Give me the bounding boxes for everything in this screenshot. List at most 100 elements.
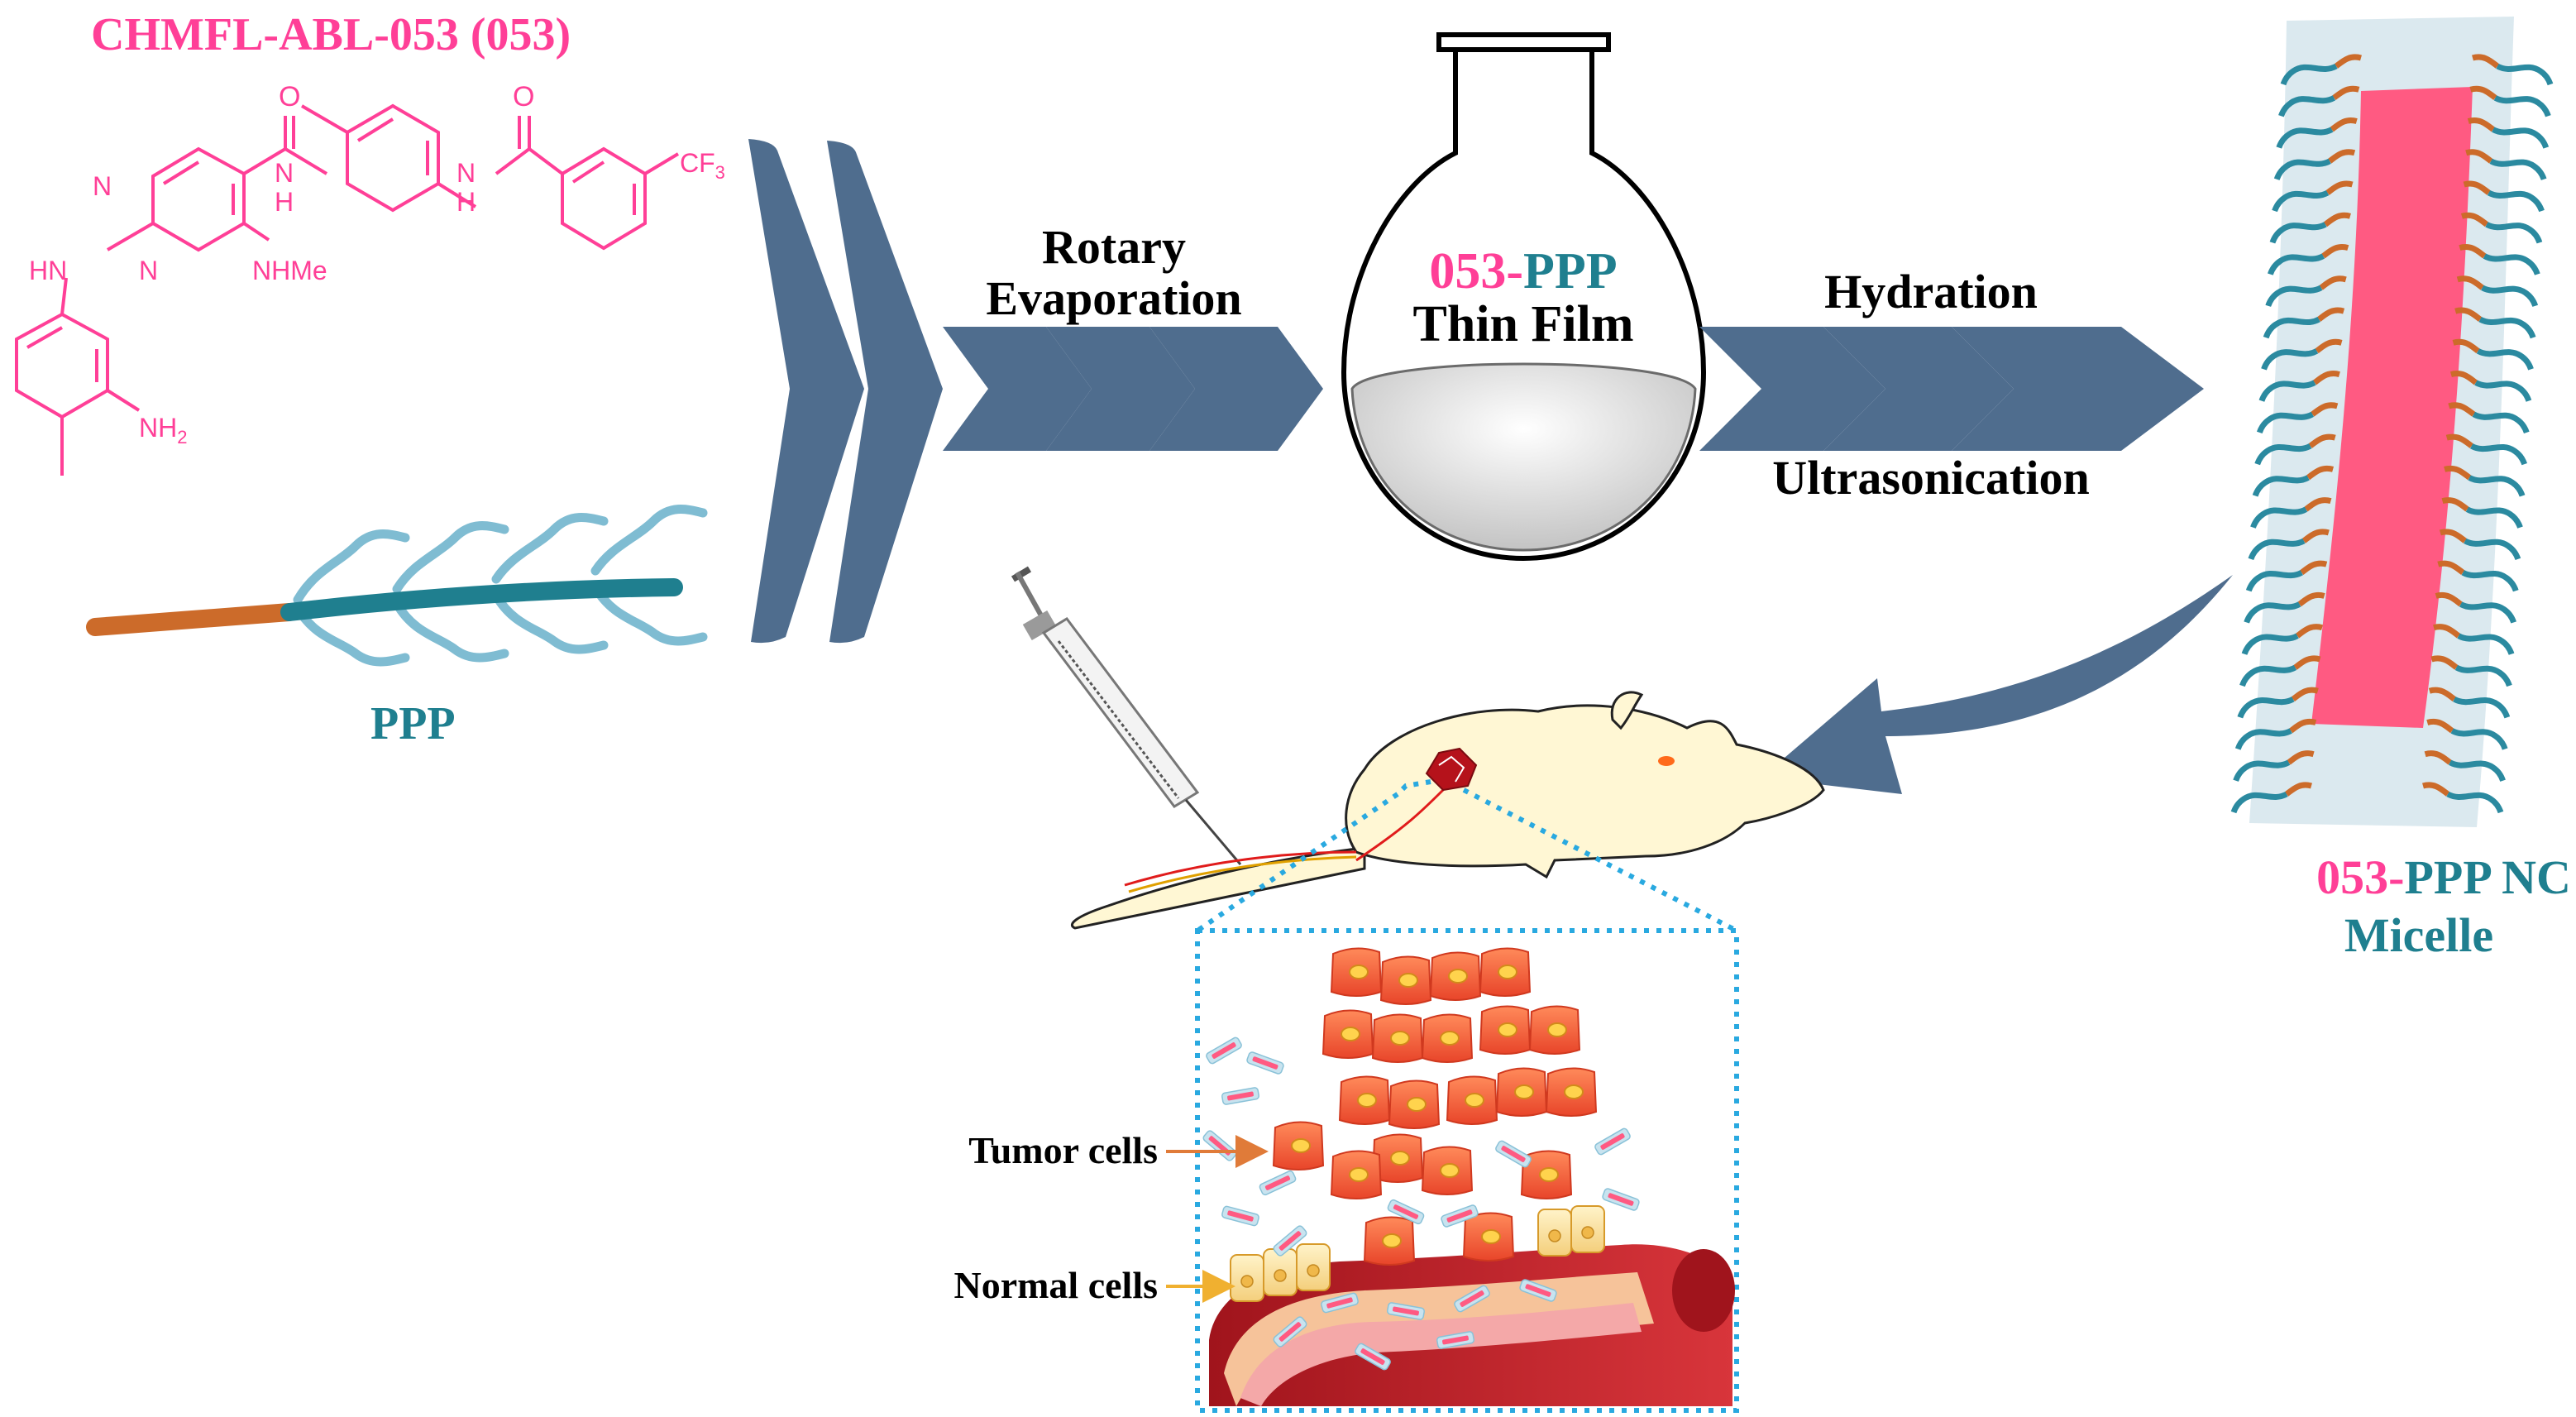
- inset-micelle: [1441, 1204, 1479, 1228]
- curved-return-arrow: [1761, 575, 2233, 794]
- micelle-chain-anchor: [2467, 117, 2495, 132]
- micelle-chain-anchor: [2295, 624, 2323, 639]
- micelle-chain-anchor: [2456, 275, 2484, 290]
- micelle-chain-anchor: [2332, 85, 2360, 101]
- micelle-chains: [2230, 54, 2554, 814]
- micelle-chain-anchor: [2465, 149, 2493, 164]
- micelle-chain-tail: [2230, 791, 2288, 814]
- syringe-barrel: [1041, 617, 1200, 808]
- micelle-chain-tail: [2448, 759, 2506, 782]
- tumor-cell: [1321, 1009, 1374, 1059]
- micelle-chain-tail: [2454, 664, 2512, 687]
- micelle-chain-anchor: [2319, 275, 2347, 290]
- ppp-hydrophobic-segment: [86, 603, 299, 636]
- micelle-chain-anchor: [2325, 180, 2354, 195]
- tumor-cell: [1520, 1150, 1573, 1199]
- flask-rim: [1436, 32, 1611, 52]
- micelle-chain-anchor: [2289, 719, 2317, 734]
- micelle-chain-anchor: [2297, 591, 2325, 607]
- micelle-chain-tail: [2280, 63, 2338, 86]
- micelle-label-line1: 053-PPP NC: [2316, 850, 2571, 904]
- inset-micelle: [1273, 1225, 1307, 1257]
- rotary-arrows: [943, 327, 1323, 451]
- mouse: [1070, 691, 1825, 930]
- micelle-chain-anchor: [2312, 371, 2340, 385]
- micelle-chain-anchor: [2435, 591, 2463, 607]
- micelle-chain-tail: [2453, 697, 2511, 719]
- rotary-chevron-3: [1149, 327, 1323, 451]
- inset-micelle: [1221, 1087, 1259, 1105]
- micelle-chain-tail: [2478, 316, 2536, 339]
- atom-n-left: N: [139, 256, 158, 285]
- micelle-chain-anchor: [2463, 180, 2491, 195]
- normal-cells-label: Normal cells: [953, 1264, 1158, 1306]
- micelle-chain-tail: [2483, 253, 2540, 275]
- tumor-cell: [1330, 947, 1383, 997]
- toluyl-ring: [346, 103, 440, 213]
- tumor-cell: [1421, 1146, 1474, 1195]
- tumor-cell: [1479, 947, 1532, 997]
- ppp-label: PPP: [370, 698, 456, 749]
- micelle-chain-anchor: [2291, 687, 2319, 702]
- micelle-chain-tail: [2244, 601, 2301, 624]
- micelle-chain-tail: [2273, 158, 2331, 180]
- atom-n-amide2: N: [456, 158, 476, 188]
- micelle-chain-tail: [2476, 348, 2534, 371]
- tumor-cell: [1545, 1067, 1598, 1117]
- chemical-atom-labels: O O N H N H CF3 N N HN NHMe NH2: [29, 81, 725, 448]
- atom-cf3: CF3: [680, 148, 725, 183]
- micelle-chain-tail: [2233, 759, 2291, 782]
- micelle-chain-tail: [2450, 728, 2508, 750]
- micelle-chain-anchor: [2428, 687, 2456, 702]
- micelle-chain-tail: [2459, 601, 2516, 624]
- tumor-cell: [1371, 1133, 1424, 1183]
- micelle-chain-tail: [2465, 506, 2523, 529]
- micelle-chain-anchor: [2459, 244, 2487, 259]
- micelle-chain-tail: [2248, 538, 2306, 561]
- micelle-chain-tail: [2496, 63, 2554, 86]
- hydration-chevron-3: [1952, 327, 2204, 451]
- micelle-core: [2311, 87, 2473, 728]
- micelle-chain-anchor: [2469, 85, 2497, 101]
- micelle-chain-tail: [2487, 189, 2545, 213]
- micelle-chain-anchor: [2304, 497, 2332, 512]
- inset-micelle: [1387, 1302, 1425, 1320]
- micelle-chain-tail: [2265, 285, 2323, 308]
- micelle-chain-anchor: [2317, 307, 2345, 322]
- inset-micelle: [1519, 1279, 1557, 1302]
- inset-micelle: [1246, 1051, 1284, 1075]
- normal-cell: [1537, 1209, 1572, 1257]
- tumor-cell: [1388, 1080, 1441, 1129]
- micelle-chain-tail: [2461, 569, 2519, 592]
- tumor-cell: [1421, 1013, 1474, 1063]
- aniline-ring: [15, 312, 109, 419]
- atom-h-amide1: H: [275, 187, 294, 217]
- hydration-label: Hydration: [1824, 265, 2038, 318]
- flask-liquid: [1350, 362, 1697, 552]
- zoom-callout: [1195, 779, 1739, 1413]
- tumor-cell: [1330, 1150, 1383, 1199]
- inset-micelle: [1202, 1130, 1237, 1161]
- micelle-chain-tail: [2234, 728, 2292, 750]
- micelle-chain-tail: [2489, 158, 2547, 180]
- micelle-chain-tail: [2470, 443, 2528, 466]
- mouse-ear: [1610, 691, 1644, 730]
- inset-micelle: [1454, 1285, 1490, 1313]
- atom-o1: O: [279, 81, 300, 112]
- round-bottom-flask: [1341, 32, 1707, 562]
- ppp-side-chains: [293, 505, 708, 667]
- micelle-chain-anchor: [2330, 117, 2358, 132]
- micelle-chain-anchor: [2444, 465, 2472, 481]
- ppp-backbone: [280, 578, 683, 621]
- inset-micelle: [1602, 1188, 1640, 1211]
- micelle-chain-tail: [2276, 127, 2334, 149]
- micelle-chain-anchor: [2441, 497, 2469, 512]
- tumor-cell: [1495, 1067, 1548, 1117]
- micelle-chain-anchor: [2439, 529, 2467, 543]
- syringe-needle: [1184, 799, 1242, 865]
- normal-cell: [1230, 1254, 1264, 1302]
- micelle-chain-tail: [2250, 506, 2308, 529]
- mouse-eye: [1658, 756, 1675, 766]
- inset-micelle: [1436, 1331, 1474, 1349]
- atom-nhme: NHMe: [252, 256, 327, 285]
